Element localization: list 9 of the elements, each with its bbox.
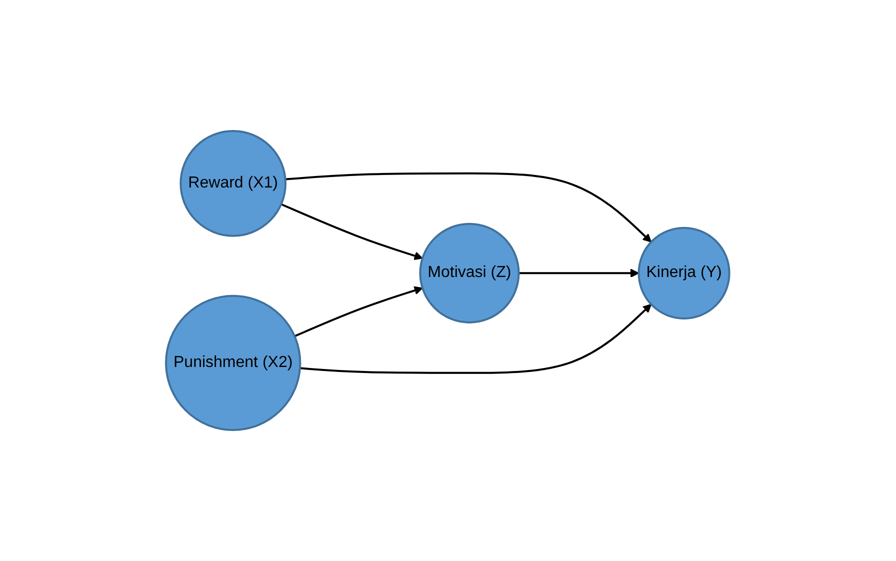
- arrow: [300, 304, 652, 374]
- node-circle: Reward (X1): [180, 130, 287, 237]
- arrow: [281, 203, 424, 260]
- arrow: [294, 286, 424, 338]
- node-circle: Punishment (X2): [165, 294, 302, 431]
- arrow: [286, 172, 652, 242]
- node-circle: Motivasi (Z): [420, 222, 520, 324]
- arrow: [519, 268, 640, 278]
- node-circle: Kinerja (Y): [638, 226, 731, 320]
